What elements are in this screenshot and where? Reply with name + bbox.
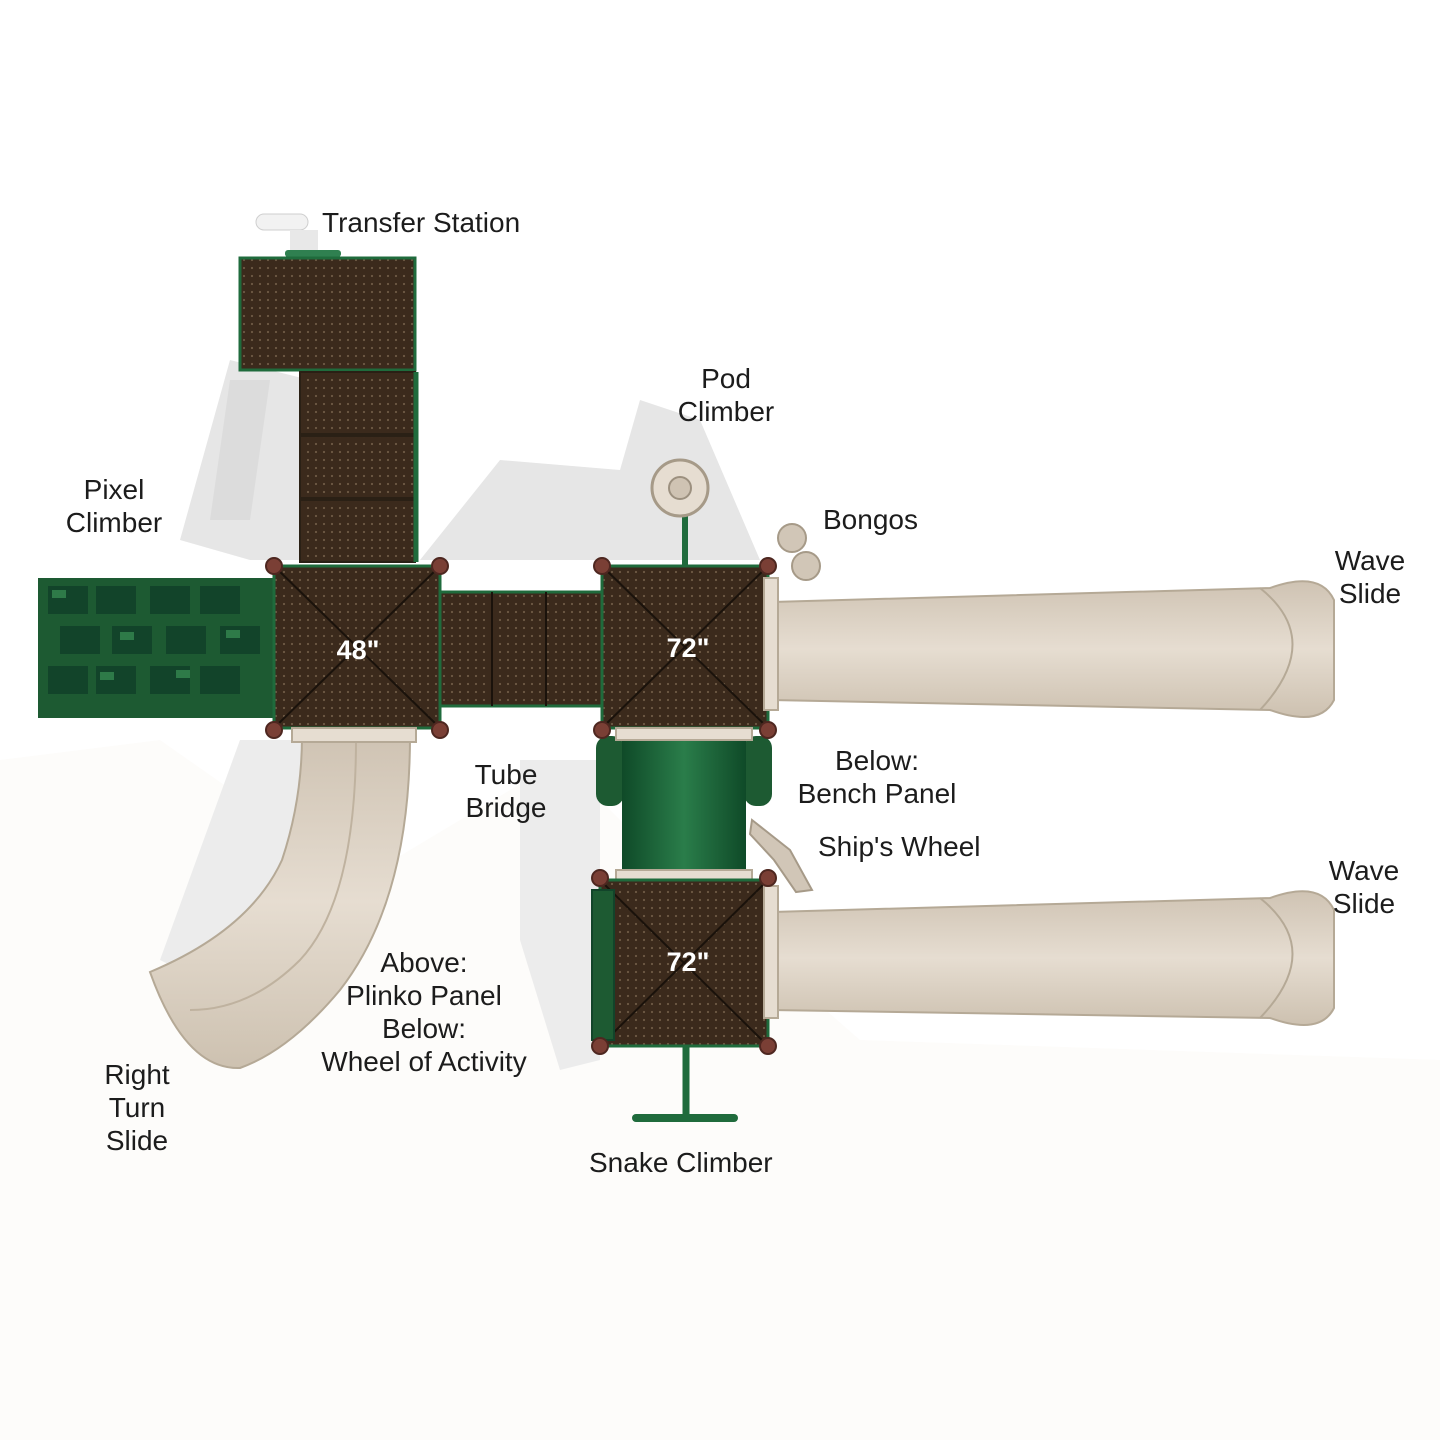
label-wave-slide-top: Wave Slide [1320, 544, 1420, 610]
corner-posts [265, 557, 777, 1055]
bongo-drum-2 [791, 551, 821, 581]
label-pixel-climber-line-1: Pixel [83, 474, 145, 505]
tube-bench-panel [596, 736, 624, 806]
label-wave-slide-top-line-1: Wave [1334, 545, 1406, 576]
bongo-drum-1 [777, 523, 807, 553]
left-deck-diagonal-b [273, 565, 441, 729]
transfer-step-3 [299, 499, 416, 563]
deck-height-center: 72" [666, 633, 710, 663]
center-deck-diagonal-b [601, 565, 769, 729]
label-right-turn-slide-line-1: Right [104, 1059, 170, 1090]
wave-slide-bottom-lip [1259, 897, 1294, 1019]
label-right-turn-slide-line-3: Slide [105, 1125, 169, 1156]
transfer-deck [238, 256, 417, 372]
label-plinko-wheel-line-1: Above: [380, 947, 468, 978]
crawl-tube [622, 738, 746, 870]
lower-deck-diagonal-b [599, 879, 769, 1047]
label-wave-slide-bottom: Wave Slide [1314, 854, 1414, 920]
crawl-tube-top-rim [615, 727, 753, 741]
label-tube-bridge: Tube Bridge [446, 758, 566, 824]
label-pixel-climber-line-2: Climber [65, 507, 163, 538]
label-tube-bridge-line-2: Bridge [465, 792, 547, 823]
label-right-turn-slide-line-2: Turn [108, 1092, 166, 1123]
pod-climber-center [668, 476, 692, 500]
tube-bridge-deck [438, 590, 604, 708]
label-bench-panel: Below: Bench Panel [782, 744, 972, 810]
deck-height-lower: 72" [666, 947, 710, 977]
label-bench-panel-line-1: Below: [834, 745, 920, 776]
tube-bench-panel-right [744, 736, 772, 806]
label-wave-slide-top-line-2: Slide [1338, 578, 1402, 609]
label-plinko-wheel-line-2: Plinko Panel [346, 980, 502, 1011]
label-plinko-wheel: Above: Plinko Panel Below: Wheel of Acti… [304, 946, 544, 1078]
ladder-shadow [210, 380, 270, 520]
label-tube-bridge-line-1: Tube [474, 759, 538, 790]
transfer-station-bar [285, 250, 341, 257]
label-bench-panel-line-2: Bench Panel [797, 778, 957, 809]
pixel-climber-highlights [52, 590, 240, 680]
plinko-panel [591, 889, 615, 1041]
structure-shadow-top [180, 360, 760, 560]
wave-slide-top-lip [1259, 587, 1294, 711]
ships-wheel [748, 818, 814, 894]
snake-climber-base [632, 1114, 738, 1122]
wave-slide-bottom [771, 890, 1335, 1026]
wave-slide-top [771, 580, 1335, 718]
label-transfer-station: Transfer Station [322, 207, 521, 238]
label-plinko-wheel-line-4: Wheel of Activity [321, 1046, 527, 1077]
right-turn-slide [148, 735, 412, 1070]
transfer-station-step [255, 213, 309, 231]
label-right-turn-slide: Right Turn Slide [86, 1058, 188, 1157]
label-ships-wheel: Ship's Wheel [818, 831, 981, 862]
label-pod-climber: Pod Climber [656, 362, 796, 428]
deck-height-left: 48" [336, 635, 380, 665]
transfer-step-1 [299, 371, 416, 435]
right-turn-slide-lane [189, 739, 357, 1011]
label-wave-slide-bottom-line-2: Slide [1332, 888, 1396, 919]
label-snake-climber: Snake Climber [589, 1147, 773, 1178]
transfer-step-2 [299, 435, 416, 499]
label-plinko-wheel-line-3: Below: [381, 1013, 467, 1044]
label-bongos: Bongos [823, 504, 918, 535]
structure-shadow-lower [520, 760, 600, 1070]
right-turn-slide-hood [291, 727, 417, 743]
wave-slide-bottom-hood [763, 885, 779, 1019]
label-pod-climber-line-1: Pod [701, 363, 751, 394]
label-pod-climber-line-2: Climber [677, 396, 775, 427]
label-pixel-climber: Pixel Climber [44, 473, 184, 539]
wave-slide-top-hood [763, 577, 779, 711]
label-wave-slide-bottom-line-1: Wave [1328, 855, 1400, 886]
